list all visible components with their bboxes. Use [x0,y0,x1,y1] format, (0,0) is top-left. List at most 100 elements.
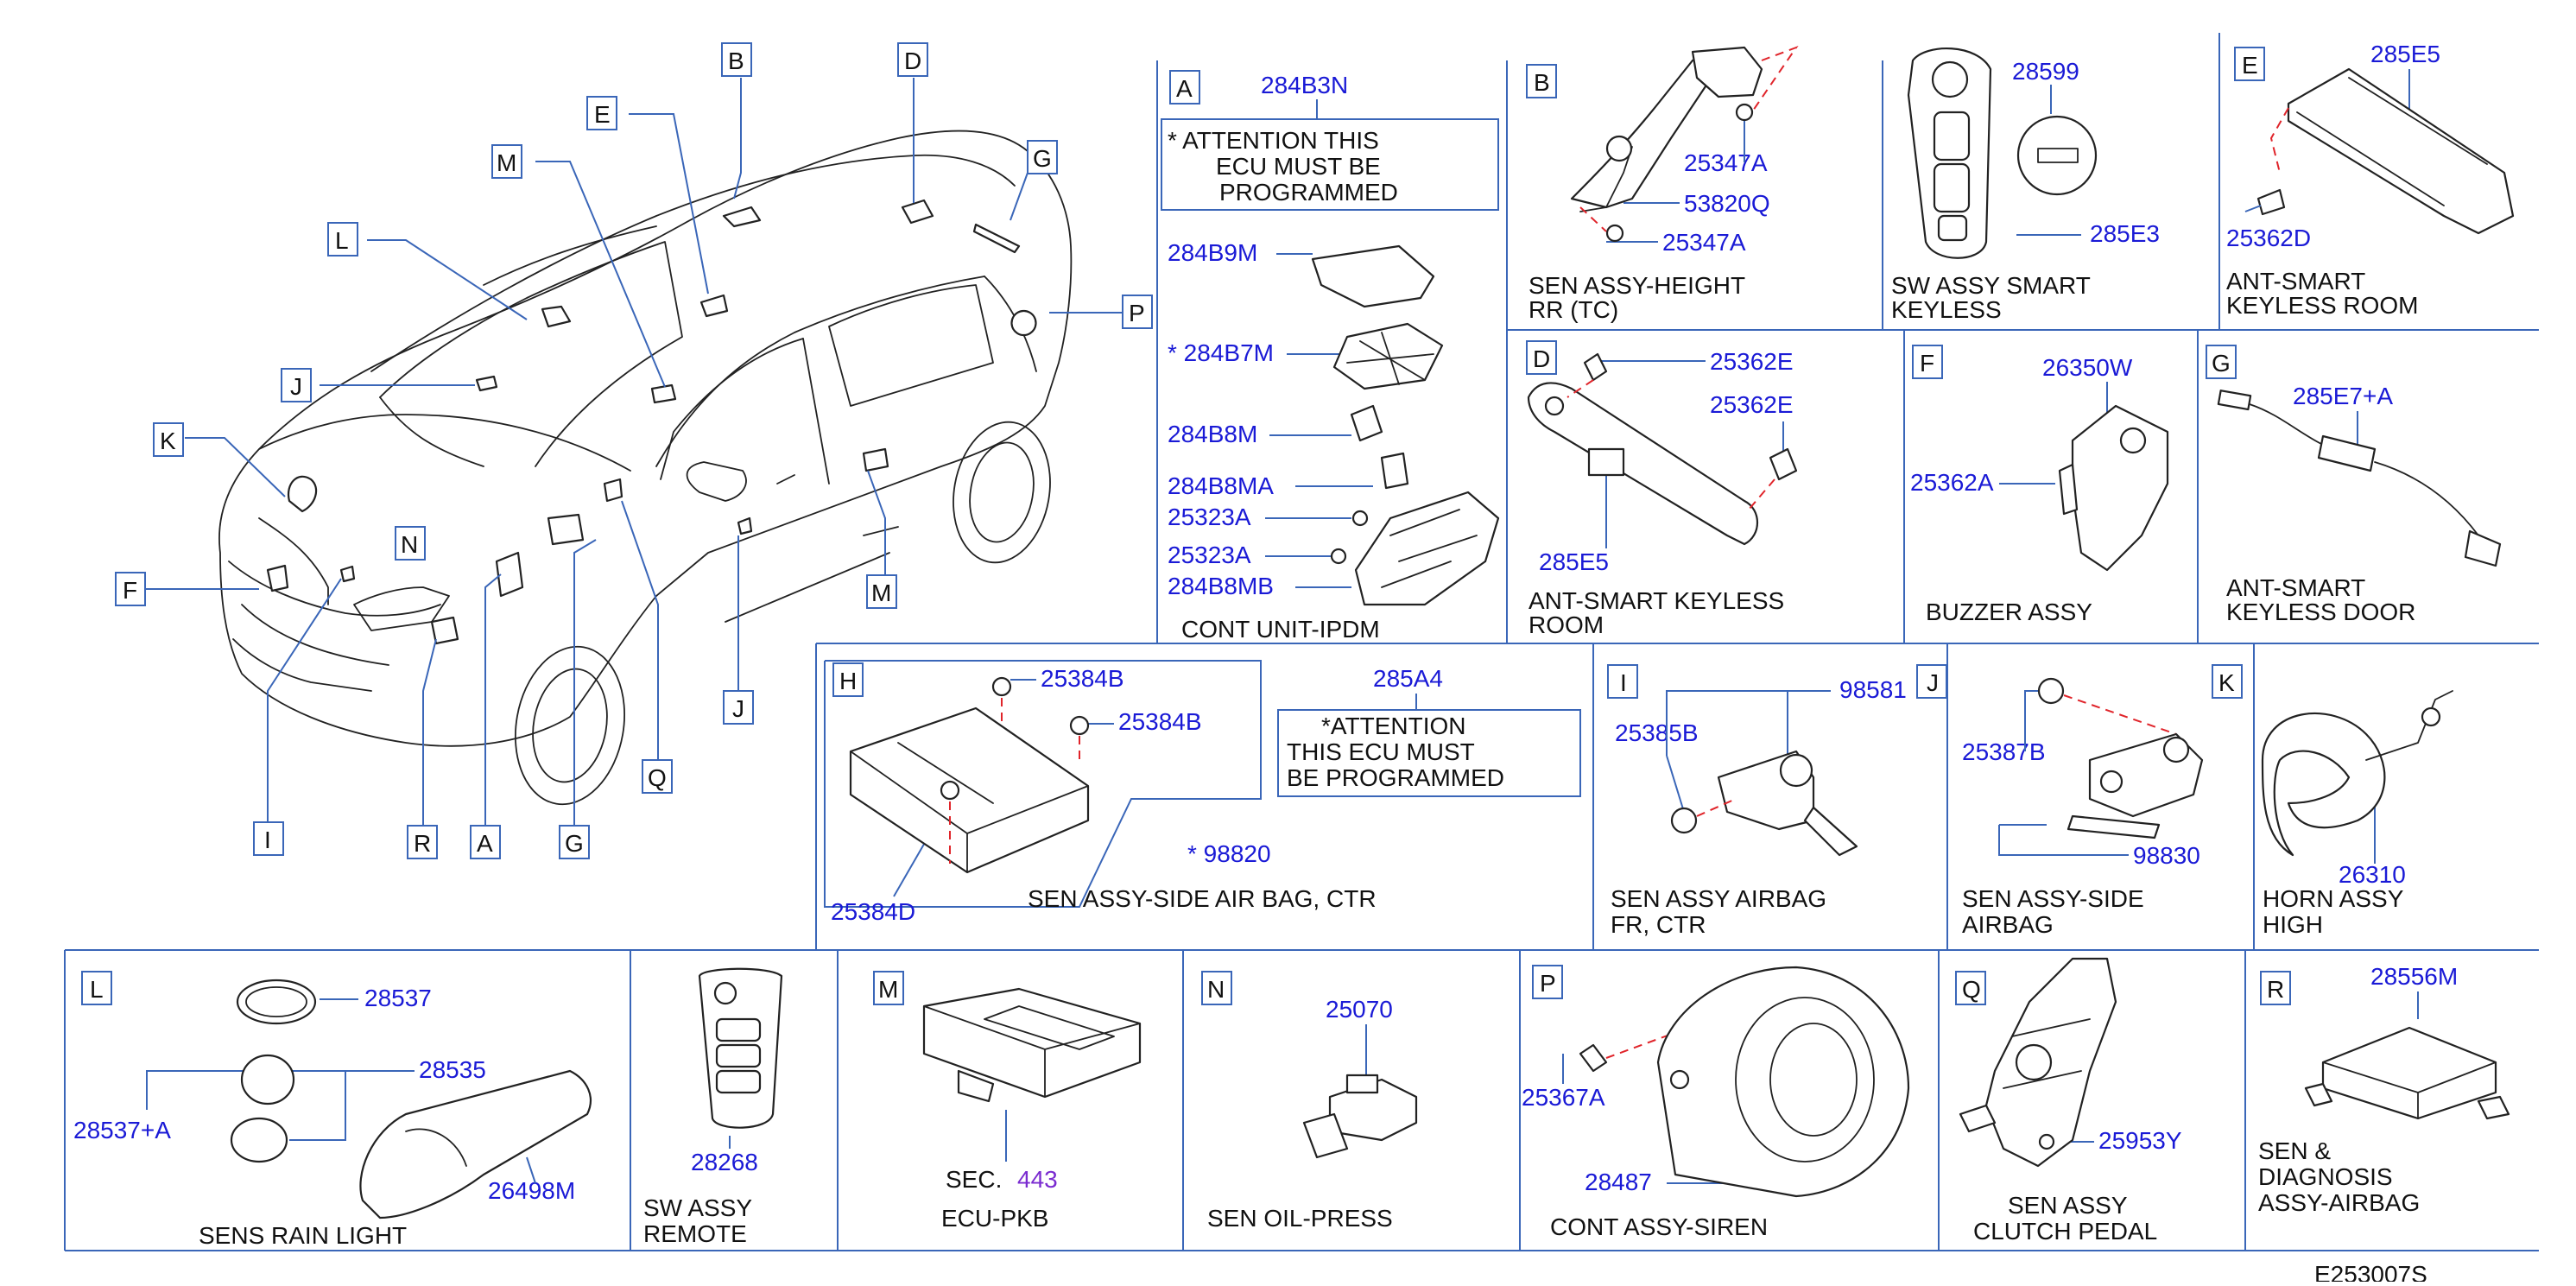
panel-grid [64,33,2539,1251]
part-drawing [547,513,585,546]
callout-G[interactable]: G [1027,140,1058,174]
panel-caption: KEYLESS ROOM [2226,292,2419,319]
part-drawing [2261,712,2386,857]
part-drawing [245,986,307,1017]
part-drawing [359,1069,592,1219]
callout-Q[interactable]: Q [642,759,673,794]
callout-letter: E [594,101,611,128]
part-number-label: 284B8MB [1168,573,1274,599]
part-drawing [483,225,657,286]
attention-note-box [1161,118,1499,211]
part-drawing [2304,1082,2333,1107]
part-drawing [715,1043,762,1068]
part-drawing [339,565,356,583]
callout-A[interactable]: A [470,825,501,859]
part-drawing [2374,461,2479,536]
callout-letter: B [728,48,744,74]
callout-letter: F [123,577,137,604]
panel-caption: AIRBAG [1962,911,2054,938]
panel-J: J 25387B 98830 SEN ASSY-SIDE AIRBAG [1916,664,2204,938]
callout-J[interactable]: J [281,368,312,402]
part-number-label: 25384D [831,898,915,925]
part-drawing [1302,1112,1349,1159]
leader-line [185,437,286,497]
callout-G2[interactable]: G [559,825,590,859]
part-drawing [2256,188,2286,216]
callout-letter: G [1033,145,1052,172]
callout-P[interactable]: P [1122,295,1153,329]
callout-B[interactable]: B [721,42,752,77]
assembly-dashed-line [2269,107,2289,174]
panel-L: L 28537 28535 28537+A 26498M SENS RAIN L… [73,971,592,1249]
part-drawing [2365,690,2453,761]
part-drawing [2217,390,2252,411]
panel-A: A 284B3N * ATTENTION THIS ECU MUST BE PR… [1161,70,1500,643]
callout-N[interactable]: N [395,526,426,561]
callout-letter: M [871,580,891,606]
part-number-label: 285E5 [2370,41,2440,67]
part-drawing [495,551,524,598]
callout-E[interactable]: E [586,96,617,130]
part-number-label: 25070 [1326,996,1393,1023]
part-drawing [715,1069,762,1094]
panel-caption: SEN OIL-PRESS [1207,1205,1393,1232]
leader-line [484,573,502,846]
panel-letter: K [2218,669,2235,696]
part-drawing [532,668,608,783]
callout-D[interactable]: D [897,42,928,77]
part-drawing [2037,677,2065,705]
panel-letter: A [1176,75,1193,102]
callout-letter: G [565,830,584,857]
callout-letter: Q [648,764,667,791]
callout-L[interactable]: L [327,222,358,257]
part-drawing [2058,463,2079,516]
part-drawing [240,1054,295,1105]
panel-letter: E [2242,52,2258,79]
part-drawing [1346,332,1434,385]
leader-line [2024,690,2038,751]
leader-line [1666,755,1685,813]
part-drawing [1010,309,1037,337]
panel-M: M SEC. 443 ECU-PKB [873,971,1142,1232]
part-drawing [828,284,994,407]
callout-box [586,96,617,130]
part-number-label: 25347A [1684,149,1768,176]
part-number-label: 25323A [1168,542,1251,568]
callout-F[interactable]: F [115,572,146,606]
part-drawing [984,1005,1115,1050]
callout-letter: J [732,695,744,722]
part-number-label: 25384B [1041,665,1124,692]
section-link[interactable]: 443 [1017,1166,1058,1193]
panel-letter: P [1540,970,1556,997]
part-drawing [901,199,934,225]
part-drawing [1381,509,1478,588]
part-number-label: 26310 [2339,861,2406,888]
callout-box [832,662,864,697]
part-drawing [655,276,985,467]
part-drawing [1769,447,1798,481]
panel-letter: F [1920,350,1934,377]
callout-M2[interactable]: M [866,574,897,609]
callout-I[interactable]: I [253,821,284,856]
part-number-label: 28556M [2370,963,2458,990]
part-drawing [1570,50,1737,209]
leader-line [535,161,666,388]
part-drawing [603,478,623,503]
callout-J2[interactable]: J [723,690,754,725]
callout-K[interactable]: K [153,422,184,457]
callout-R[interactable]: R [407,825,438,859]
part-drawing [1769,1023,1858,1137]
assembly-dashed-line [1579,206,1607,232]
panel-caption: CONT ASSY-SIREN [1550,1213,1768,1240]
callout-letter: K [160,428,176,454]
note-line: BE PROGRAMMED [1287,764,1504,791]
part-number-label: 25323A [1168,504,1251,530]
leader-line [1010,172,1029,221]
callout-M[interactable]: M [491,144,522,179]
panel-G: G 285E7+A ANT-SMART KEYLESS DOOR [2206,345,2502,625]
part-drawing [258,517,329,605]
part-drawing [1605,224,1624,243]
callout-box [1526,64,1557,98]
panel-letter: G [2212,350,2231,377]
